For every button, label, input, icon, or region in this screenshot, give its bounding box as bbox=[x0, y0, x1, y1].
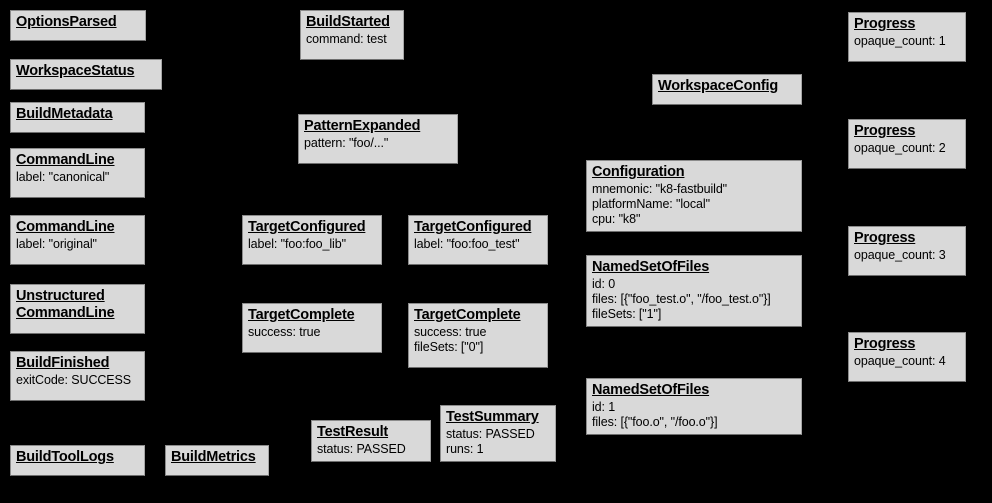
event-node-field: command: test bbox=[306, 32, 387, 46]
event-node-fields: success: true bbox=[248, 325, 376, 340]
event-node-fields: opaque_count: 1 bbox=[854, 34, 960, 49]
event-node-field: opaque_count: 4 bbox=[854, 354, 946, 368]
event-node-title: NamedSetOfFiles bbox=[592, 382, 710, 398]
event-node-fields: mnemonic: "k8-fastbuild"platformName: "l… bbox=[592, 182, 796, 227]
event-node-unstructured-command-line[interactable]: Unstructured CommandLine bbox=[10, 284, 145, 334]
event-node-title: WorkspaceStatus bbox=[16, 63, 135, 79]
event-node-target-configured-foo-lib[interactable]: TargetConfigured label: "foo:foo_lib" bbox=[242, 215, 382, 265]
event-node-build-tool-logs[interactable]: BuildToolLogs bbox=[10, 445, 145, 476]
event-node-title: BuildToolLogs bbox=[16, 449, 114, 465]
event-node-fields: label: "foo:foo_lib" bbox=[248, 237, 376, 252]
event-node-title: BuildMetrics bbox=[171, 449, 256, 465]
event-node-field: status: PASSED bbox=[317, 442, 406, 456]
event-node-title: PatternExpanded bbox=[304, 118, 421, 134]
event-node-title: BuildStarted bbox=[306, 14, 390, 30]
event-node-title: TestSummary bbox=[446, 409, 539, 425]
event-node-title: Progress bbox=[854, 336, 916, 352]
event-node-field: pattern: "foo/..." bbox=[304, 136, 389, 150]
event-node-title: Progress bbox=[854, 230, 916, 246]
event-node-title: CommandLine bbox=[16, 152, 115, 168]
event-node-title: Configuration bbox=[592, 164, 685, 180]
event-node-title: BuildMetadata bbox=[16, 106, 113, 122]
event-node-field: files: [{"foo_test.o", "/foo_test.o"}] bbox=[592, 292, 771, 306]
event-node-target-configured-foo-test[interactable]: TargetConfigured label: "foo:foo_test" bbox=[408, 215, 548, 265]
event-node-fields: opaque_count: 3 bbox=[854, 248, 960, 263]
event-node-field: label: "foo:foo_test" bbox=[414, 237, 520, 251]
event-node-field: id: 0 bbox=[592, 277, 616, 291]
event-node-configuration[interactable]: Configuration mnemonic: "k8-fastbuild"pla… bbox=[586, 160, 802, 232]
event-node-field: label: "canonical" bbox=[16, 170, 110, 184]
event-node-field: label: "foo:foo_lib" bbox=[248, 237, 346, 251]
event-node-field: success: true bbox=[414, 325, 487, 339]
event-node-fields: label: "foo:foo_test" bbox=[414, 237, 542, 252]
event-node-title: TargetComplete bbox=[414, 307, 521, 323]
event-node-field: files: [{"foo.o", "/foo.o"}] bbox=[592, 415, 718, 429]
event-node-title: NamedSetOfFiles bbox=[592, 259, 710, 275]
event-node-fields: label: "original" bbox=[16, 237, 139, 252]
event-node-fields: opaque_count: 4 bbox=[854, 354, 960, 369]
event-node-field: opaque_count: 3 bbox=[854, 248, 946, 262]
event-node-progress-2[interactable]: Progress opaque_count: 2 bbox=[848, 119, 966, 169]
event-node-title: TestResult bbox=[317, 424, 389, 440]
event-node-build-finished[interactable]: BuildFinished exitCode: SUCCESS bbox=[10, 351, 145, 401]
event-node-progress-3[interactable]: Progress opaque_count: 3 bbox=[848, 226, 966, 276]
event-node-field: id: 1 bbox=[592, 400, 616, 414]
event-node-fields: opaque_count: 2 bbox=[854, 141, 960, 156]
event-node-title: WorkspaceConfig bbox=[658, 78, 779, 94]
event-node-field: mnemonic: "k8-fastbuild" bbox=[592, 182, 728, 196]
event-node-build-metrics[interactable]: BuildMetrics bbox=[165, 445, 269, 476]
event-node-field: opaque_count: 1 bbox=[854, 34, 946, 48]
event-node-progress-4[interactable]: Progress opaque_count: 4 bbox=[848, 332, 966, 382]
event-node-title: TargetConfigured bbox=[248, 219, 366, 235]
event-node-options-parsed[interactable]: OptionsParsed bbox=[10, 10, 146, 41]
event-node-fields: exitCode: SUCCESS bbox=[16, 373, 139, 388]
event-node-workspace-status[interactable]: WorkspaceStatus bbox=[10, 59, 162, 90]
event-node-title: OptionsParsed bbox=[16, 14, 117, 30]
event-node-field: success: true bbox=[248, 325, 321, 339]
event-node-command-line-original[interactable]: CommandLine label: "original" bbox=[10, 215, 145, 265]
event-node-target-complete-foo-lib[interactable]: TargetComplete success: true bbox=[242, 303, 382, 353]
event-node-title: TargetConfigured bbox=[414, 219, 532, 235]
event-node-fields: pattern: "foo/..." bbox=[304, 136, 452, 151]
event-node-test-result[interactable]: TestResult status: PASSED bbox=[311, 420, 431, 462]
event-node-title: BuildFinished bbox=[16, 355, 110, 371]
event-node-workspace-config[interactable]: WorkspaceConfig bbox=[652, 74, 802, 105]
event-node-field: cpu: "k8" bbox=[592, 212, 641, 226]
event-node-field: label: "original" bbox=[16, 237, 97, 251]
event-node-field: fileSets: ["0"] bbox=[414, 340, 484, 354]
event-node-title: Progress bbox=[854, 123, 916, 139]
event-node-title: Progress bbox=[854, 16, 916, 32]
event-node-field: platformName: "local" bbox=[592, 197, 710, 211]
event-node-field: opaque_count: 2 bbox=[854, 141, 946, 155]
event-node-fields: status: PASSED bbox=[317, 442, 425, 457]
event-node-title: CommandLine bbox=[16, 219, 115, 235]
event-node-fields: label: "canonical" bbox=[16, 170, 139, 185]
event-node-command-line-canonical[interactable]: CommandLine label: "canonical" bbox=[10, 148, 145, 198]
event-node-title: TargetComplete bbox=[248, 307, 355, 323]
event-node-field: exitCode: SUCCESS bbox=[16, 373, 132, 387]
event-node-field: runs: 1 bbox=[446, 442, 484, 456]
event-node-build-started[interactable]: BuildStarted command: test bbox=[300, 10, 404, 60]
event-node-build-metadata[interactable]: BuildMetadata bbox=[10, 102, 145, 133]
event-node-field: status: PASSED bbox=[446, 427, 535, 441]
event-node-field: fileSets: ["1"] bbox=[592, 307, 662, 321]
event-node-fields: command: test bbox=[306, 32, 398, 47]
event-node-progress-1[interactable]: Progress opaque_count: 1 bbox=[848, 12, 966, 62]
event-node-pattern-expanded[interactable]: PatternExpanded pattern: "foo/..." bbox=[298, 114, 458, 164]
event-node-title: Unstructured CommandLine bbox=[16, 288, 115, 321]
